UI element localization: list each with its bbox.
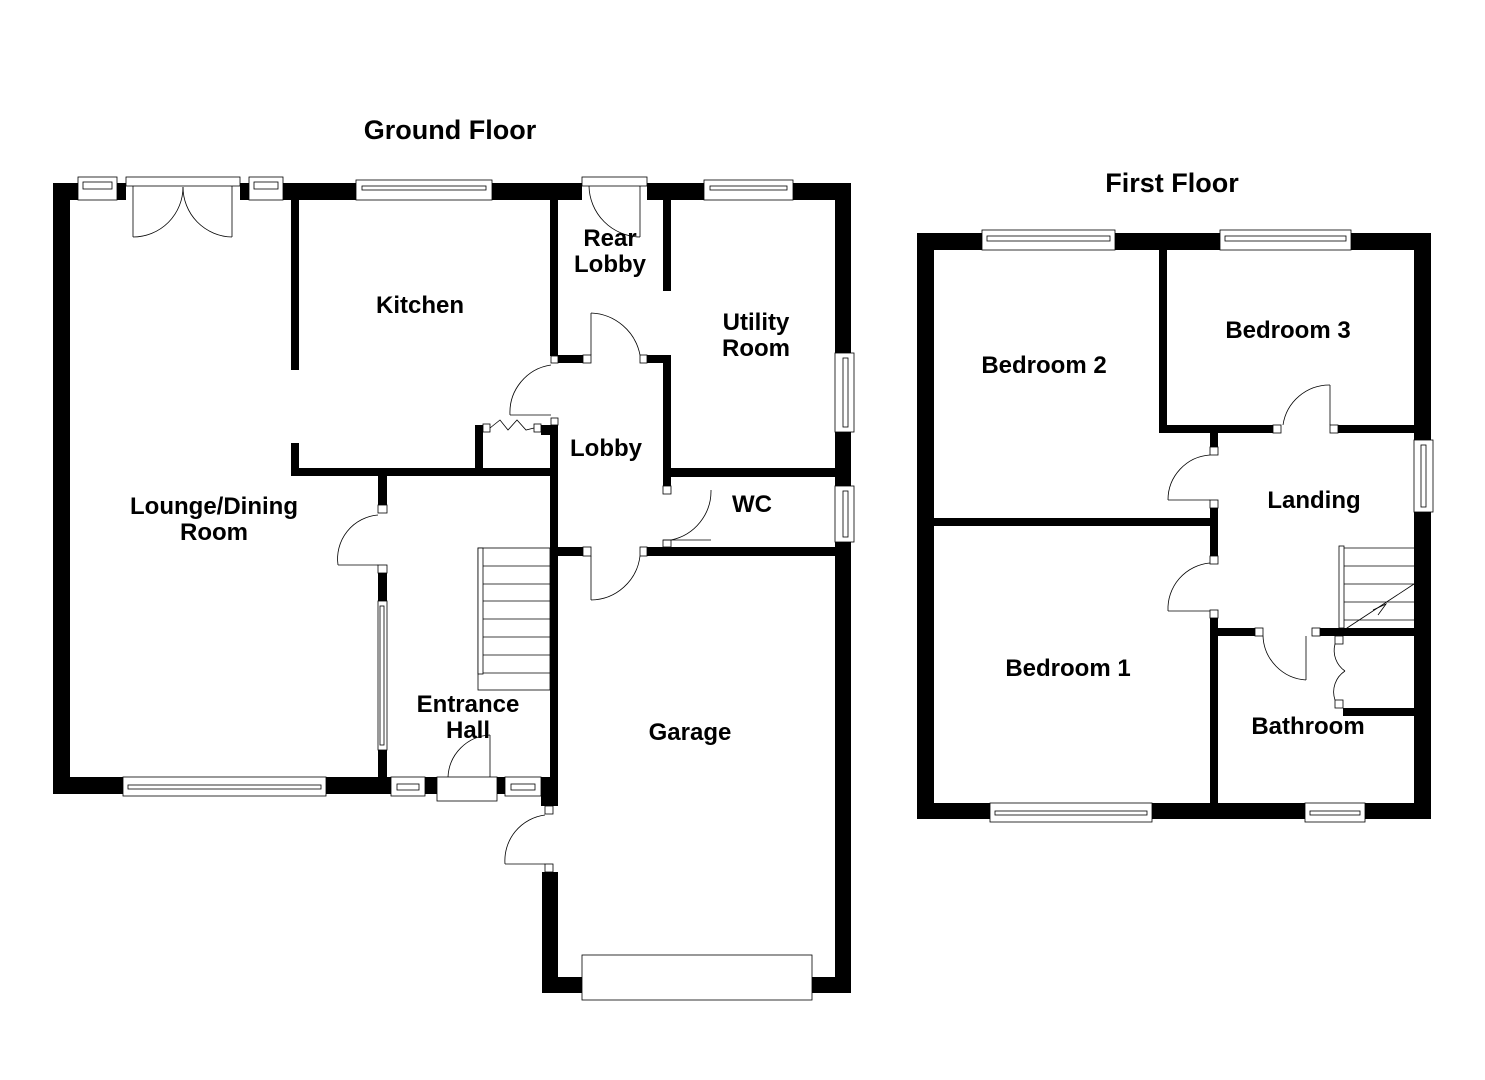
first-floor-stairs xyxy=(1338,545,1415,631)
ground-floor-walls xyxy=(53,183,851,993)
ground-floor-stairs xyxy=(477,547,551,691)
first-floor-doors xyxy=(1167,384,1346,709)
room-label-kitchen: Kitchen xyxy=(375,292,465,319)
room-label-bedroom-2: Bedroom 2 xyxy=(981,352,1107,379)
room-label-wc: WC xyxy=(732,491,772,518)
room-label-bedroom-3: Bedroom 3 xyxy=(1225,317,1351,344)
ground-floor-title: Ground Floor xyxy=(363,115,537,145)
room-label-bedroom-1: Bedroom 1 xyxy=(1005,655,1131,682)
room-label-lounge: Lounge/Dining Room xyxy=(130,493,298,546)
room-label-lobby: Lobby xyxy=(570,435,642,462)
first-floor-windows xyxy=(981,229,1434,823)
room-label-utility-room: Utility Room xyxy=(722,309,790,362)
ground-floor-windows xyxy=(77,176,855,1001)
room-label-entrance-hall: Entrance Hall xyxy=(416,691,520,744)
room-label-bathroom: Bathroom xyxy=(1251,713,1365,740)
first-floor-walls xyxy=(917,233,1431,819)
room-label-landing: Landing xyxy=(1267,487,1361,514)
room-label-garage: Garage xyxy=(648,719,732,746)
ground-floor-doors xyxy=(125,176,712,873)
room-label-rear-lobby: Rear Lobby xyxy=(574,225,646,278)
first-floor-title: First Floor xyxy=(1105,168,1239,198)
